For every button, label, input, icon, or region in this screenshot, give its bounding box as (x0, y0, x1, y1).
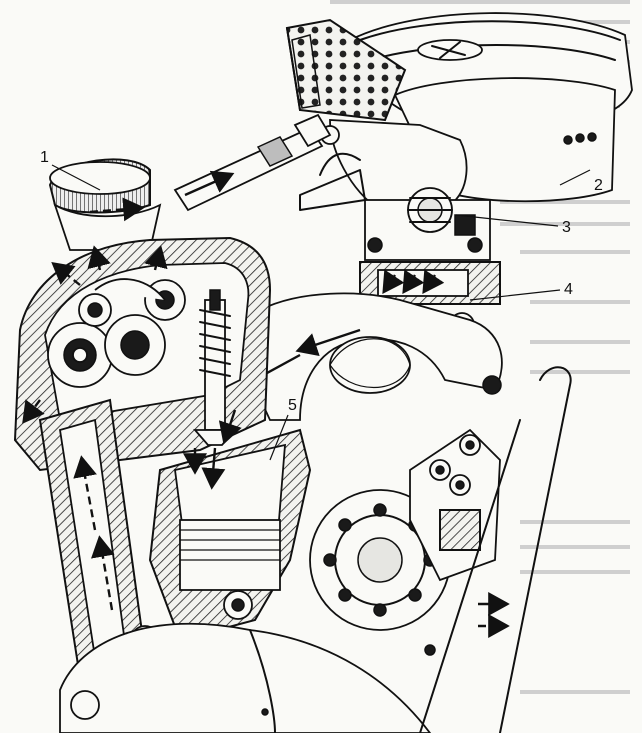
callout-4: 4 (564, 281, 573, 298)
dipstick (419, 366, 572, 733)
crankcase (59, 622, 432, 733)
leader-lines (51, 164, 591, 461)
fuel-pump (409, 428, 501, 582)
callout-1: 1 (40, 149, 49, 166)
air-cleaner (285, 12, 633, 211)
callout-2: 2 (594, 177, 603, 194)
callout-labels: 1 2 3 4 5 (40, 149, 603, 414)
breather-pipe (173, 113, 332, 212)
carburettor-block (359, 187, 501, 338)
oil-filler-cap (48, 158, 162, 251)
cylinder-barrel (148, 428, 312, 642)
intake-manifold (240, 292, 503, 421)
callout-3: 3 (562, 219, 571, 236)
callout-5: 5 (288, 397, 297, 414)
front-cover (309, 489, 451, 631)
flow-legend (478, 592, 510, 638)
